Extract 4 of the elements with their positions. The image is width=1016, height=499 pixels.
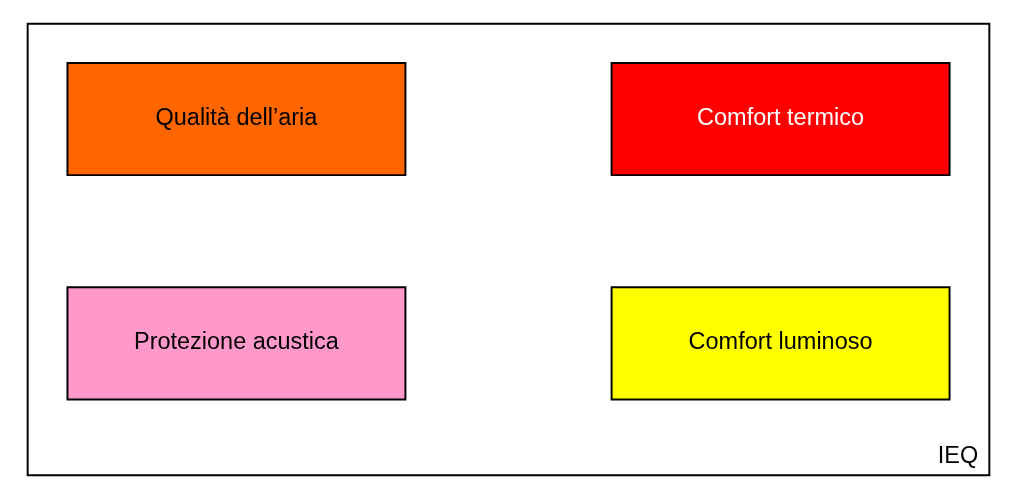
node-box: Comfort luminoso: [610, 286, 950, 401]
node-box: Protezione acustica: [65, 286, 406, 401]
node-box: Qualità dell’aria: [65, 61, 406, 177]
node-box: Comfort termico: [610, 61, 950, 177]
